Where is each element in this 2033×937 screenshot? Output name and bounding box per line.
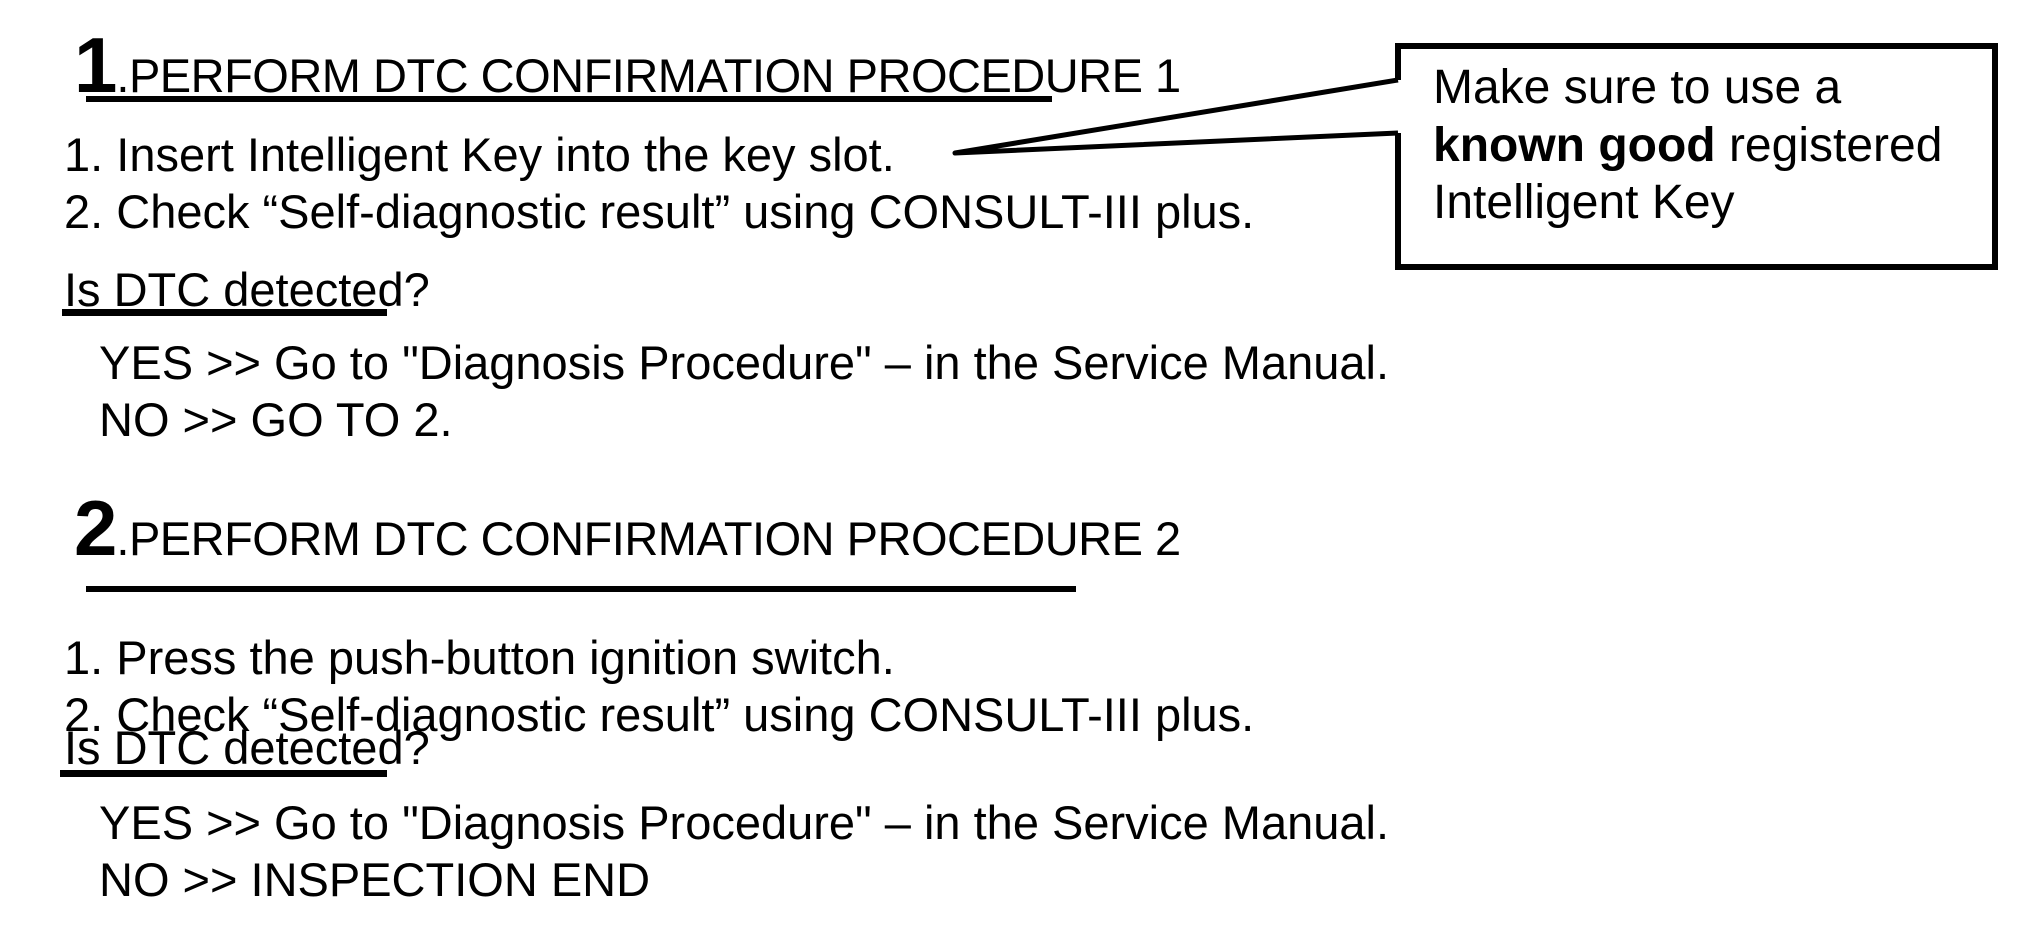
step-item: 2. Check “Self-diagnostic result” using … (64, 185, 1255, 238)
step-item: 1. Press the push-button ignition switch… (64, 631, 895, 684)
section-1-heading: 1.PERFORM DTC CONFIRMATION PROCEDURE 1 (74, 26, 1181, 104)
section-1-number: 1 (74, 21, 117, 109)
callout-note-line: Intelligent Key (1433, 176, 1735, 229)
callout-bold-text: known good (1433, 118, 1716, 172)
section-2-question-underline (60, 770, 387, 777)
section-2-title: .PERFORM DTC CONFIRMATION PROCEDURE 2 (116, 512, 1181, 565)
no-result: NO >> GO TO 2. (99, 393, 453, 446)
section-1-steps: 1. Insert Intelligent Key into the key s… (64, 126, 1254, 240)
section-2-heading: 2.PERFORM DTC CONFIRMATION PROCEDURE 2 (74, 489, 1181, 567)
section-1-question-underline (62, 309, 387, 316)
section-2-results: YES >> Go to "Diagnosis Procedure" – in … (99, 794, 1389, 908)
step-item: 2. Check “Self-diagnostic result” using … (64, 688, 1255, 741)
section-2-question: Is DTC detected? (64, 721, 430, 774)
section-1-heading-underline (86, 96, 1052, 102)
section-2-number: 2 (74, 484, 117, 572)
callout-note: Make sure to use a known good registered… (1433, 59, 1983, 232)
callout-note-line: known good registered (1433, 118, 1943, 172)
section-2-steps: 1. Press the push-button ignition switch… (64, 629, 1254, 743)
callout-note-line: Make sure to use a (1433, 61, 1842, 114)
yes-result: YES >> Go to "Diagnosis Procedure" – in … (99, 336, 1389, 389)
no-result: NO >> INSPECTION END (99, 853, 651, 906)
yes-result: YES >> Go to "Diagnosis Procedure" – in … (99, 796, 1389, 849)
section-1-results: YES >> Go to "Diagnosis Procedure" – in … (99, 334, 1389, 448)
section-1-title: .PERFORM DTC CONFIRMATION PROCEDURE 1 (116, 49, 1181, 102)
section-2-heading-underline (86, 586, 1076, 592)
step-item: 1. Insert Intelligent Key into the key s… (64, 128, 895, 181)
section-1-question: Is DTC detected? (64, 263, 430, 316)
